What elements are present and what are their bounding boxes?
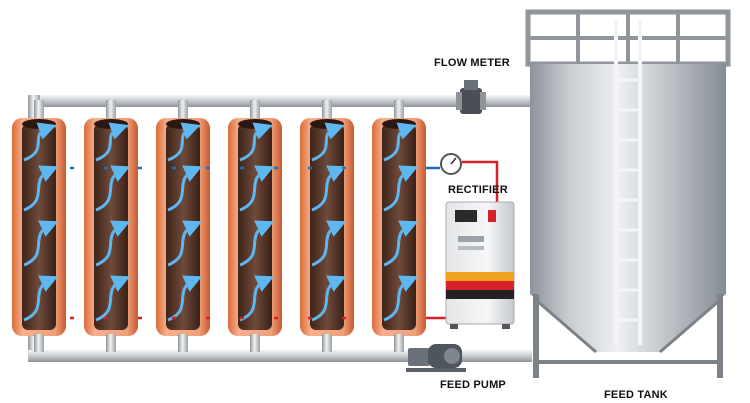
rectifier-stripe-orange: [446, 272, 514, 281]
reactor-columns: [12, 100, 426, 352]
reactor-5: [300, 100, 354, 352]
flow-meter: [456, 80, 486, 114]
rectifier-unit: [445, 201, 515, 329]
tank-cone: [530, 294, 726, 352]
feed-pump: [406, 344, 466, 372]
bottom-header-pipe: [28, 350, 488, 362]
rectifier-stripe-black: [446, 290, 514, 299]
rectifier-stripe-red: [446, 281, 514, 290]
rectifier-label: RECTIFIER: [448, 184, 508, 196]
pump-outlet-pipe: [470, 350, 532, 362]
reactor-1: [12, 100, 66, 352]
feed-tank-label: FEED TANK: [604, 389, 668, 401]
tank-cylinder: [530, 64, 726, 294]
tank-ladder: [614, 20, 642, 345]
rectifier-display: [455, 210, 477, 222]
rectifier-output-wire: [462, 160, 499, 202]
reactor-6: [372, 100, 426, 352]
feed-tank: [525, 9, 731, 378]
flow-meter-label: FLOW METER: [434, 57, 510, 69]
top-header-pipe: [34, 95, 530, 107]
ammeter-gauge: [440, 153, 462, 175]
feed-pump-label: FEED PUMP: [440, 379, 506, 391]
reactor-4: [228, 100, 282, 352]
reactor-2: [84, 100, 138, 352]
electrical-wiring: [70, 160, 499, 320]
reactor-3: [156, 100, 210, 352]
